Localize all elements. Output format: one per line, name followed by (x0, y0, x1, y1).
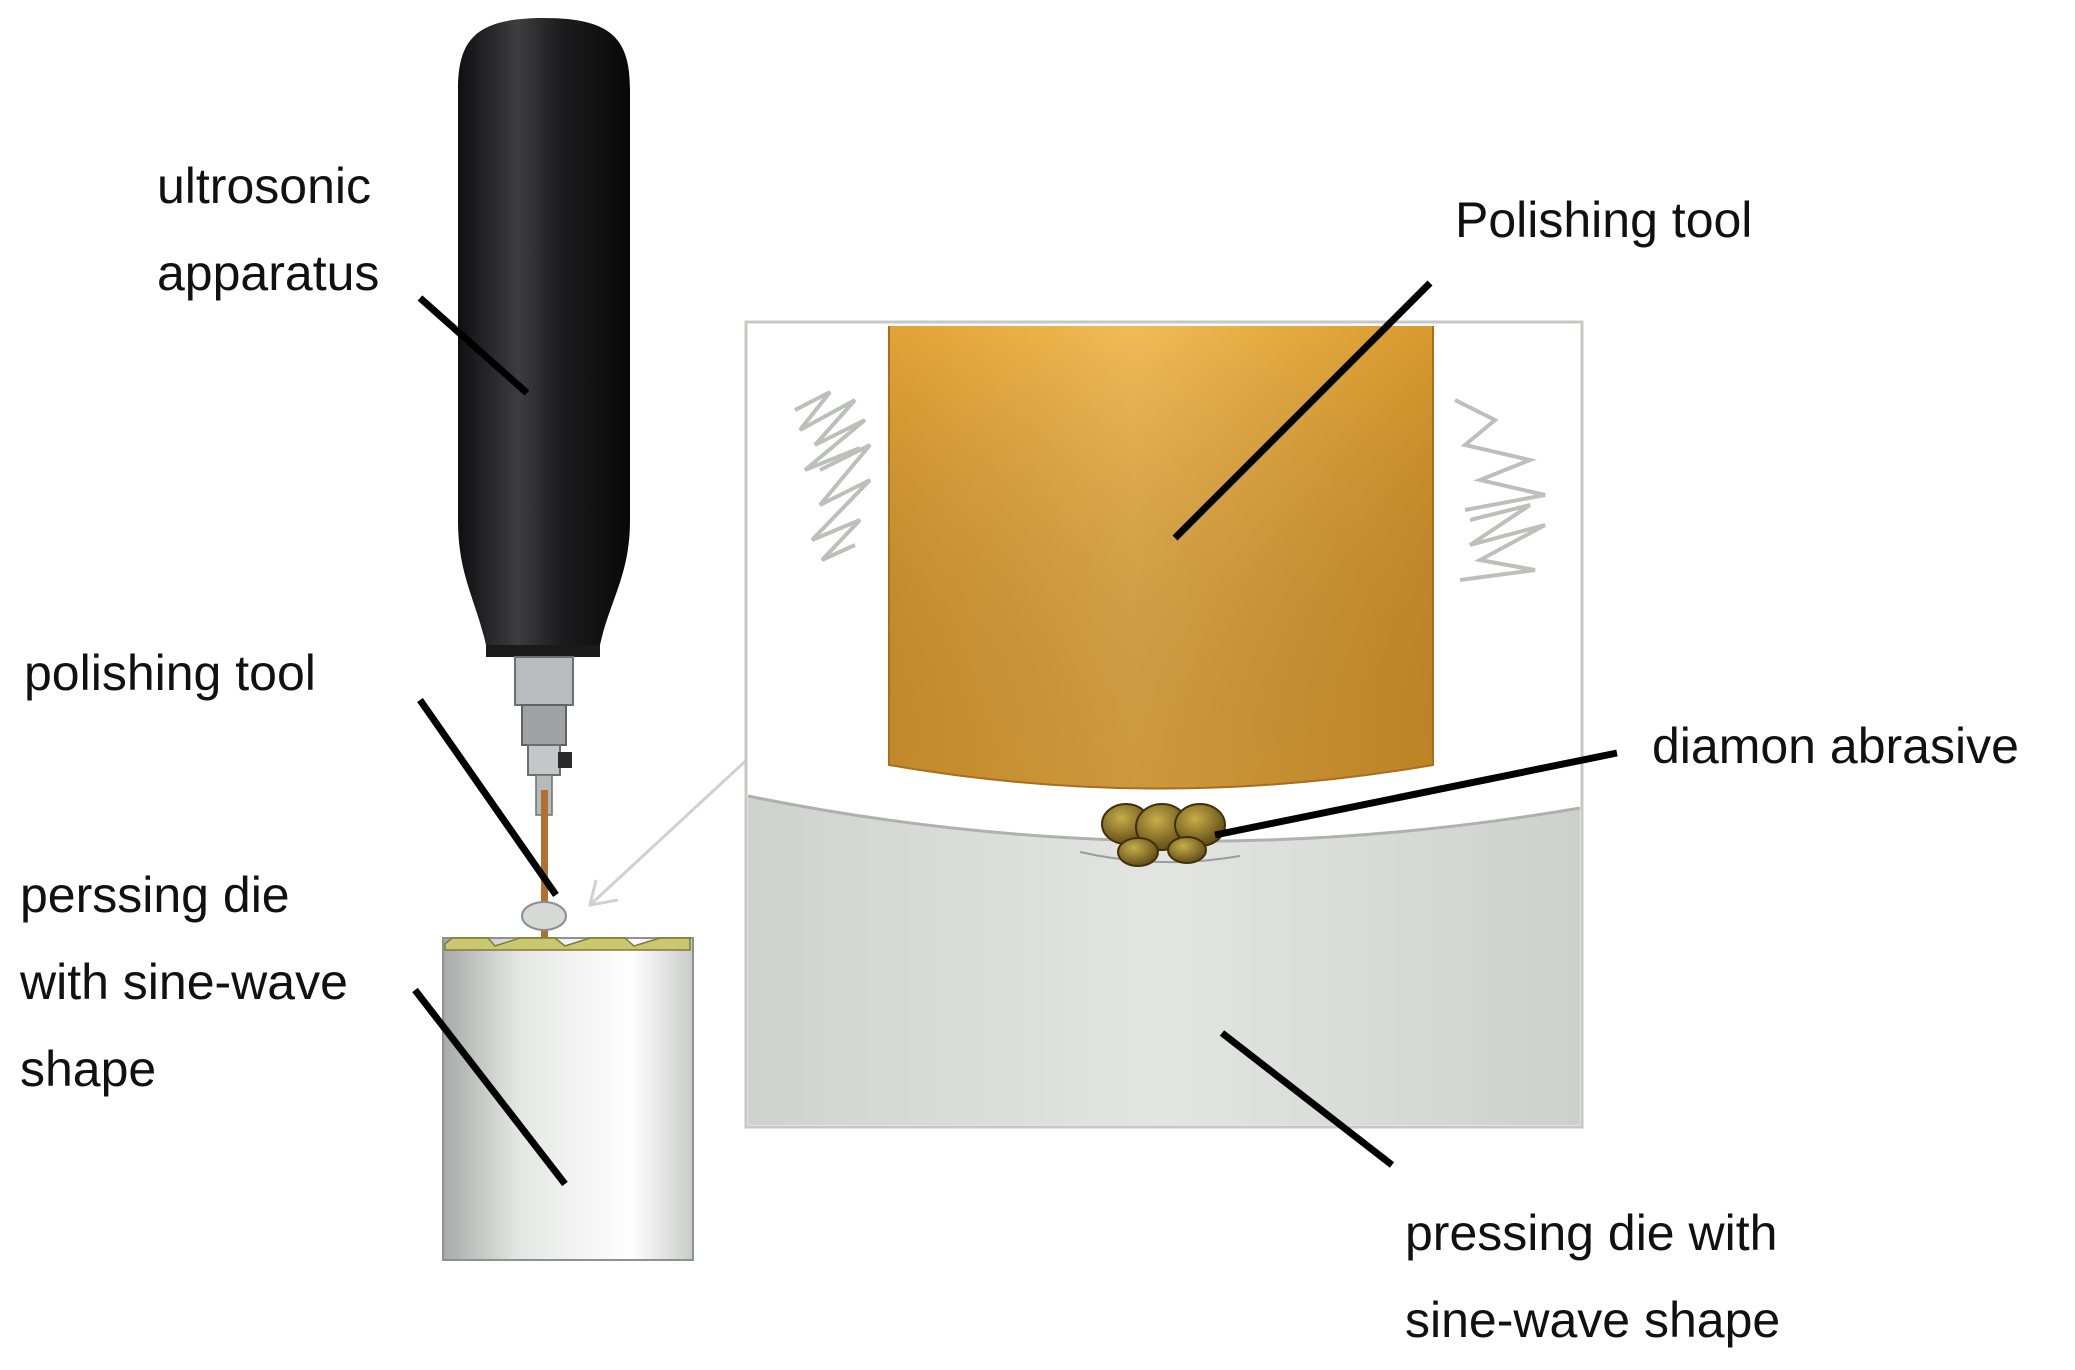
zoom-arrow (588, 753, 754, 907)
label-ultrasonic-apparatus: ultrosonic apparatus (157, 143, 379, 317)
leader-polishing-tool-left (417, 697, 559, 898)
label-pressing-die-right-line-1: pressing die with (1405, 1205, 1778, 1261)
ultrasonic-handle (458, 18, 630, 816)
vibration-zigzag-left (794, 390, 872, 562)
label-pressing-die-left-line-1: perssing die (20, 867, 290, 923)
diamond-abrasive-particles (1101, 803, 1226, 867)
vibration-zigzag-right (1454, 398, 1546, 582)
label-ultrasonic-line-1: ultrosonic (157, 158, 371, 214)
label-pressing-die-left: perssing die with sine-wave shape (20, 852, 348, 1113)
label-pressing-die-left-line-2: with sine-wave (20, 954, 348, 1010)
label-pressing-die-right-line-2: sine-wave shape (1405, 1292, 1781, 1348)
label-polishing-tool-left: polishing tool (24, 645, 316, 701)
leader-pressing-die-left (412, 987, 568, 1187)
label-ultrasonic-line-2: apparatus (157, 245, 380, 301)
big-polishing-tool (888, 326, 1434, 790)
leader-lines (412, 280, 1618, 1187)
leader-polishing-tool-right (1172, 280, 1433, 541)
leader-diamond-abrasive (1214, 749, 1618, 839)
small-pressing-die (442, 901, 694, 1261)
polishing-tool-rod (541, 790, 548, 950)
label-pressing-die-right: pressing die with sine-wave shape (1405, 1190, 1780, 1364)
label-pressing-die-left-line-3: shape (20, 1041, 157, 1097)
label-diamond-abrasive: diamon abrasive (1652, 718, 2019, 774)
label-polishing-tool-right: Polishing tool (1455, 192, 1753, 248)
leader-ultrasonic (417, 295, 530, 396)
leader-pressing-die-right (1219, 1030, 1395, 1168)
